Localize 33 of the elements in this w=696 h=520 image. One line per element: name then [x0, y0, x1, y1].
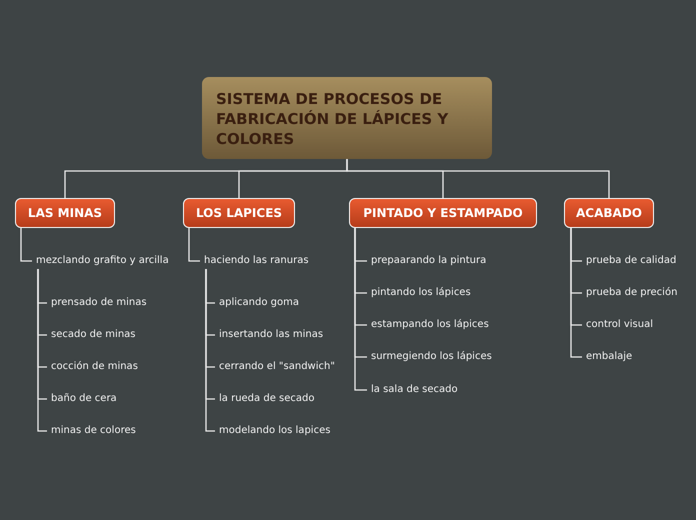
connector-line [346, 159, 610, 198]
step-text: aplicando goma [215, 295, 299, 311]
connector-line [37, 269, 47, 432]
connector-line [188, 228, 200, 262]
step-text: prueba de preción [582, 285, 678, 301]
step-text: surmegiendo los lápices [367, 349, 492, 365]
connector-line [570, 228, 582, 358]
step-text: secado de minas [47, 327, 136, 343]
root-box: SISTEMA DE PROCESOS DE FABRICACIÓN DE LÁPICES Y COLORES [202, 77, 492, 159]
step-text: minas de colores [47, 423, 136, 439]
step-text: prepaarando la pintura [367, 253, 486, 269]
step-text: haciendo las ranuras [200, 253, 309, 269]
category-box: LAS MINAS [15, 198, 115, 228]
step-text: insertando las minas [215, 327, 324, 343]
step-text: modelando los lapices [215, 423, 330, 439]
step-text: la sala de secado [367, 382, 458, 398]
step-text: embalaje [582, 349, 632, 365]
connector-line [20, 228, 32, 262]
connector-line [354, 228, 367, 391]
step-text: prensado de minas [47, 295, 147, 311]
category-box: ACABADO [564, 198, 654, 228]
step-text: prueba de calidad [582, 253, 676, 269]
connector-line [205, 269, 215, 432]
step-text: cerrando el "sandwich" [215, 359, 335, 375]
step-text: la rueda de secado [215, 391, 314, 407]
step-text: pintando los lápices [367, 285, 471, 301]
step-text: estampando los lápices [367, 317, 489, 333]
step-text: baño de cera [47, 391, 117, 407]
category-box: LOS LAPICES [183, 198, 295, 228]
category-box: PINTADO Y ESTAMPADO [349, 198, 537, 228]
step-text: cocción de minas [47, 359, 138, 375]
step-text: control visual [582, 317, 653, 333]
step-text: mezclando grafito y arcilla [32, 253, 169, 269]
